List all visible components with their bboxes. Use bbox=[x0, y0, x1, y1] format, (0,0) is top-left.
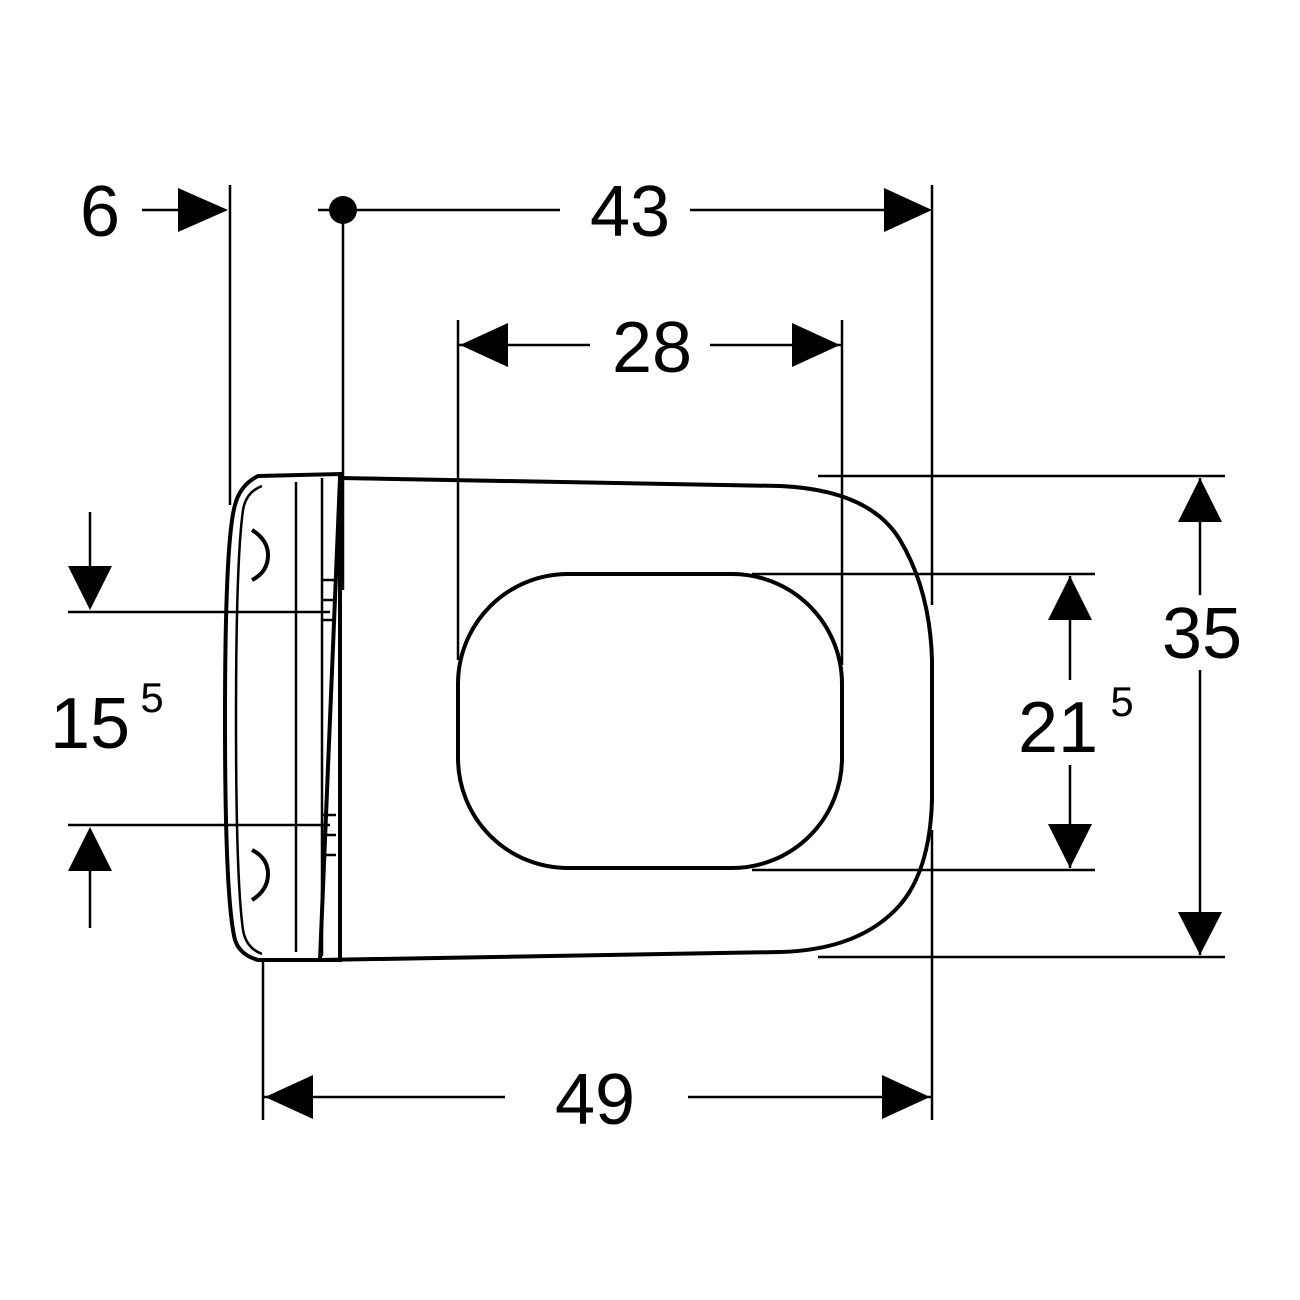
hinge-pin-bottom bbox=[322, 813, 336, 857]
dimension-49-label: 49 bbox=[555, 1060, 635, 1140]
dimension-43: 43 bbox=[318, 172, 932, 252]
arrow-down-icon bbox=[1048, 824, 1092, 868]
dimension-35: 35 bbox=[1150, 478, 1250, 955]
arrow-up-icon bbox=[1048, 576, 1092, 620]
hinge-top bbox=[250, 528, 271, 582]
extension-lines bbox=[68, 185, 1225, 1120]
hinge-bottom bbox=[250, 848, 271, 902]
arrow-right-icon bbox=[792, 323, 840, 367]
arrow-down-icon bbox=[1178, 912, 1222, 955]
dimension-21-5: 21 5 bbox=[1018, 576, 1134, 868]
dimension-21-5-label: 21 bbox=[1018, 688, 1098, 768]
hinge-block-inner bbox=[234, 484, 263, 956]
dimension-35-label: 35 bbox=[1162, 594, 1242, 674]
arrow-up-icon bbox=[68, 827, 112, 871]
arrow-down-icon bbox=[68, 566, 112, 610]
seat-outline bbox=[222, 471, 934, 963]
arrow-up-icon bbox=[1178, 478, 1222, 522]
dimension-6: 6 bbox=[80, 172, 228, 252]
dimension-6-label: 6 bbox=[80, 172, 120, 252]
dimension-15-5: 15 5 bbox=[50, 512, 164, 928]
hinge-block bbox=[222, 471, 342, 962]
dimension-15-5-superscript: 5 bbox=[140, 674, 163, 721]
dimension-28: 28 bbox=[458, 308, 842, 388]
arrow-right-icon bbox=[178, 188, 228, 232]
dimension-43-label: 43 bbox=[590, 172, 670, 252]
dimension-21-5-superscript: 5 bbox=[1110, 678, 1133, 725]
arrow-left-icon bbox=[460, 323, 508, 367]
seat-opening bbox=[456, 572, 844, 870]
dimension-49: 49 bbox=[263, 1060, 932, 1140]
hinge-pin-top bbox=[322, 578, 336, 622]
dimension-28-label: 28 bbox=[612, 308, 692, 388]
arrow-right-icon bbox=[882, 1075, 930, 1119]
arrow-right-icon bbox=[884, 188, 932, 232]
arrow-left-icon bbox=[265, 1075, 313, 1119]
dimension-15-5-label: 15 bbox=[50, 684, 130, 764]
seat-outer-contour bbox=[317, 475, 934, 963]
